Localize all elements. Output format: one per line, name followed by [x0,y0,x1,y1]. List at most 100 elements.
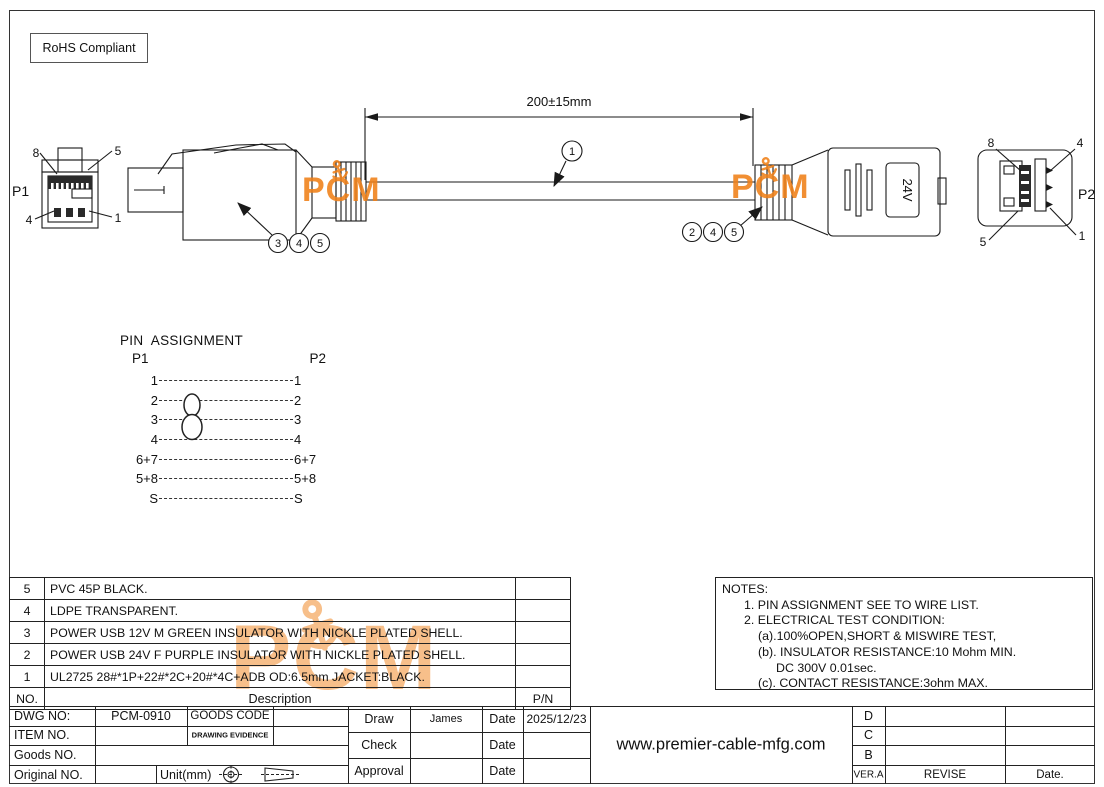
approval-date-label: Date [489,764,516,778]
p2-pin-1: 1 [1079,229,1086,243]
wire-line [159,419,293,421]
approval-label: Approval [354,764,404,778]
callout-balloons [267,140,745,254]
item-pn [516,666,570,687]
projection-symbols [219,765,299,784]
wire-right: 3 [294,412,302,428]
note-line: (b). INSULATOR RESISTANCE:10 Mohm MIN. [758,644,1017,659]
cable [366,181,755,201]
p2-pin-4: 4 [1077,136,1084,150]
pin-assignment-header: P1 P2 [118,351,330,371]
table-row: 4 LDPE TRANSPARENT. [10,600,570,622]
p1-label: P1 [12,183,29,199]
unit-label: Unit(mm) [160,767,212,782]
wire-right: 5+8 [294,471,317,487]
anchor-icon [325,155,355,194]
revise-label: REVISE [923,768,967,781]
wire-left: 2 [150,392,158,408]
wire-line [159,478,293,480]
p2-pin-8: 8 [988,136,995,150]
rev-row-d: D [863,709,874,723]
rohs-badge: RoHS Compliant [30,33,148,63]
rev-row-c: C [863,728,874,742]
item-no: 4 [10,600,45,621]
company-website: www.premier-cable-mfg.com [616,735,826,754]
header-pn: P/N [532,691,554,706]
goods-no-label: Goods NO. [14,747,77,762]
p1-face-view [34,147,113,229]
item-pn [516,578,570,599]
draw-name: James [429,713,463,725]
item-no: 2 [10,644,45,665]
item-description: UL2725 28#*1P+22#*2C+20#*4C+ADB OD:6.5mm… [45,666,516,687]
callout-2: 2 [689,227,695,239]
p2-label: P2 [1078,186,1095,202]
callout-4: 4 [296,238,302,250]
draw-label: Draw [364,712,394,726]
version-label: VER.A [853,769,884,780]
dimension-label: 200±15mm [527,94,592,109]
left-connector-side-view [127,143,367,241]
callout-3: 3 [275,238,281,250]
note-line: (a).100%OPEN,SHORT & MISWIRE TEST, [758,629,997,644]
original-no-label: Original NO. [14,767,83,782]
dwg-no-label: DWG NO: [14,709,71,723]
item-description: PVC 45P BLACK. [45,578,516,599]
drawing-evidence-label: DRAWING EVIDENCE [191,730,269,740]
plug-marking-24v: 24V [900,178,915,201]
item-pn [516,600,570,621]
p2-pin-5: 5 [980,235,987,249]
revise-date-label: Date. [1036,768,1064,781]
callout-5b: 5 [731,227,737,239]
wire-left: 1 [150,373,158,389]
wire-right: 2 [294,392,302,408]
p1-pin-4: 4 [26,213,33,227]
dwg-no-value: PCM-0910 [111,709,171,723]
wire-left: 3 [150,412,158,428]
wire-line [159,380,293,382]
table-row: 5 PVC 45P BLACK. [10,578,570,600]
pcm-watermark-text: PCM [230,607,438,709]
callout-1: 1 [569,146,575,158]
callout-5: 5 [317,238,323,250]
pcm-watermark-left: PCM [302,160,381,207]
check-date-label: Date [489,738,516,752]
twisted-pair-symbol [181,393,203,441]
goods-code-label: GOODS CODE [190,710,270,722]
note-line: 1. PIN ASSIGNMENT SEE TO WIRE LIST. [744,597,979,612]
p1-pin-5: 5 [115,144,122,158]
table-row: 2 POWER USB 24V F PURPLE INSULATOR WITH … [10,644,570,666]
notes-box: NOTES: 1. PIN ASSIGNMENT SEE TO WIRE LIS… [715,577,1093,690]
p1-pin-8: 8 [33,146,40,160]
cable-assembly-drawing: 200±15mm P1 8 5 4 1 P2 8 4 5 1 24V 1 3 4… [12,94,1095,254]
wire-line [159,458,293,460]
p1-pin-1: 1 [115,211,122,225]
pin-assignment-title: PIN ASSIGNMENT [120,333,244,348]
item-pn [516,644,570,665]
wire-row: 6+7 6+7 [118,449,330,469]
wire-left: 6+7 [135,451,158,467]
item-description: LDPE TRANSPARENT. [45,600,516,621]
table-header-row: NO. Description P/N [10,688,570,709]
note-line: (c). CONTACT RESISTANCE:3ohm MAX. [758,676,988,690]
wire-right: 1 [294,373,302,389]
table-row: 1 UL2725 28#*1P+22#*2C+20#*4C+ADB OD:6.5… [10,666,570,688]
note-line: 2. ELECTRICAL TEST CONDITION: [744,613,945,628]
rev-row-b: B [864,747,873,762]
pin-assignment-p2: P2 [309,351,326,366]
wire-right: 6+7 [294,451,317,467]
draw-date-value: 2025/12/23 [526,712,587,726]
notes-title: NOTES: [722,582,769,596]
wire-left: 4 [150,432,158,448]
item-no-label: ITEM NO. [14,728,70,742]
rohs-label: RoHS Compliant [42,41,136,55]
note-line: DC 300V 0.01sec. [776,660,877,675]
anchor-icon [754,152,784,191]
wire-line [159,399,293,401]
wire-right: 4 [294,432,302,448]
